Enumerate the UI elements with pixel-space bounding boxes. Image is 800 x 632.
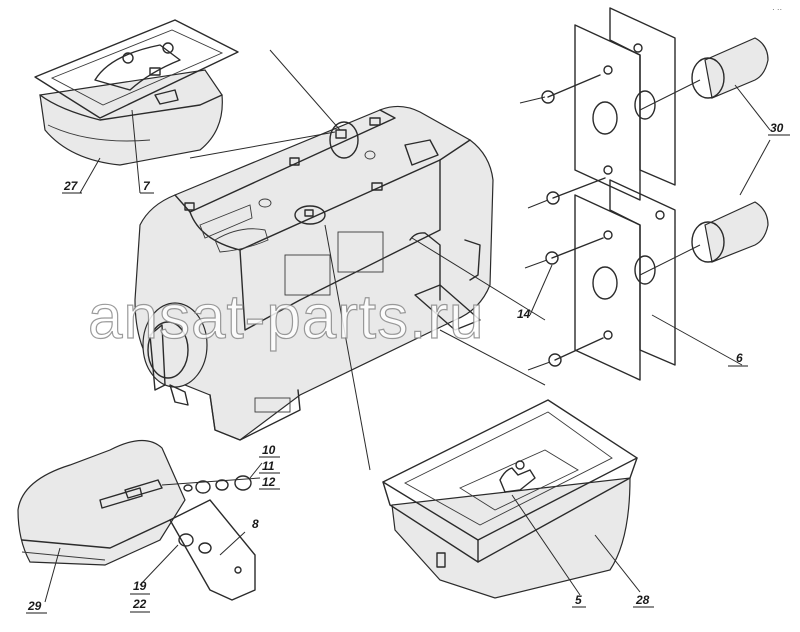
part-14-screws bbox=[519, 74, 606, 371]
leader-lines bbox=[189, 49, 546, 471]
callout-14: 14 bbox=[517, 307, 531, 321]
callout-19-label: 19 bbox=[133, 579, 147, 593]
callout-8-label: 8 bbox=[252, 517, 259, 531]
watermark-text: ansat-parts.ru bbox=[88, 283, 485, 352]
callout-28-label: 28 bbox=[635, 593, 650, 607]
callout-14-label: 14 bbox=[517, 307, 531, 321]
callout-6-label: 6 bbox=[736, 351, 743, 365]
screw-1 bbox=[519, 74, 601, 104]
screw-4 bbox=[527, 337, 604, 371]
part-29-cover bbox=[17, 439, 186, 566]
part-27-tray bbox=[39, 69, 223, 166]
corner-mark: · ·· bbox=[772, 5, 782, 14]
callout-27-label: 27 bbox=[63, 179, 79, 193]
callout-12-label: 12 bbox=[262, 475, 276, 489]
callout-7-label: 7 bbox=[143, 179, 151, 193]
callout-28: 28 bbox=[633, 593, 654, 608]
callout-5-label: 5 bbox=[575, 593, 582, 607]
screw-3 bbox=[524, 237, 604, 269]
callout-30: 30 bbox=[768, 121, 790, 136]
callout-29: 29 bbox=[26, 547, 61, 614]
callout-8: 8 bbox=[252, 517, 259, 531]
bolts-10-11-12 bbox=[99, 462, 263, 586]
machine-body bbox=[134, 105, 494, 441]
callout-7: 7 bbox=[131, 109, 154, 194]
callout-27: 27 bbox=[62, 157, 101, 194]
part-6-plates bbox=[574, 7, 676, 381]
callout-29-label: 29 bbox=[27, 599, 42, 613]
part-8-bracket bbox=[169, 499, 256, 601]
callout-10-label: 10 bbox=[262, 443, 276, 457]
callout-19-22: 19 22 bbox=[130, 579, 150, 613]
callout-11-label: 11 bbox=[262, 459, 275, 473]
callout-5: 5 bbox=[572, 593, 586, 608]
screw-2 bbox=[527, 177, 606, 209]
part-30-cylinders bbox=[639, 37, 771, 276]
callout-6: 6 bbox=[728, 351, 748, 367]
callout-10-11-12: 10 11 12 bbox=[259, 443, 280, 490]
callout-30-label: 30 bbox=[770, 121, 784, 135]
callout-22-label: 22 bbox=[132, 597, 147, 611]
part-7-cover-plate bbox=[34, 19, 239, 119]
part-28-box bbox=[382, 399, 641, 599]
